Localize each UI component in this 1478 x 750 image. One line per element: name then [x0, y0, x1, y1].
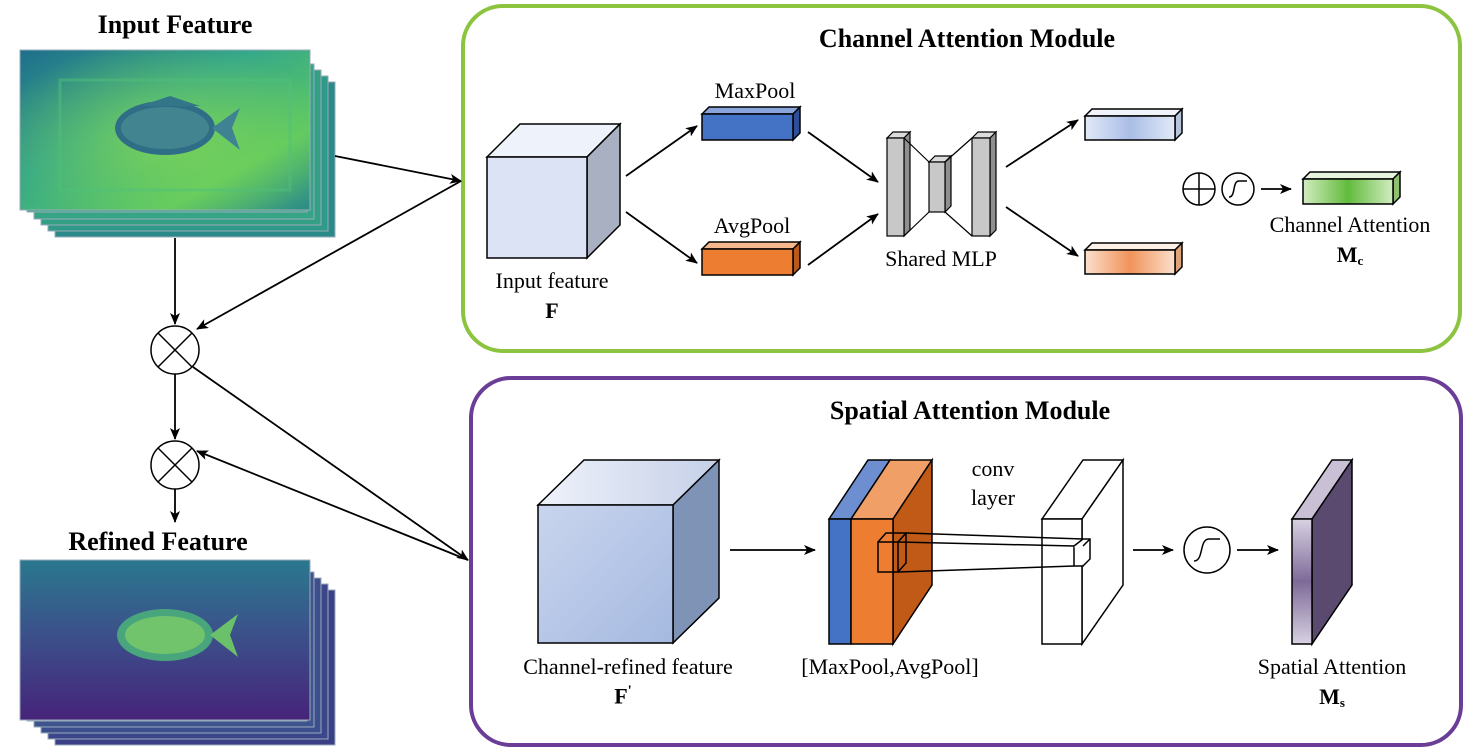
channel-attention-symbol: Mc [1336, 242, 1364, 268]
channel-refined-symbol: F' [614, 683, 632, 709]
input-feature-symbol: F [545, 298, 559, 323]
channel-attention-label: Channel Attention [1269, 212, 1431, 237]
input-feature-stack [19, 49, 336, 238]
shared-mlp [885, 130, 998, 238]
pooled-label: [MaxPool,AvgPool] [801, 654, 979, 679]
main-flow-arrows [170, 155, 469, 561]
pooled-maps [827, 457, 934, 647]
channel-arrows [625, 119, 1292, 266]
maxpool-vector [700, 105, 802, 142]
conv-projection [897, 532, 1091, 573]
mlp-output-blue [1083, 107, 1184, 142]
multiply-operator-1 [150, 325, 200, 375]
channel-module-frame [461, 4, 1462, 353]
spatial-attention-map [1290, 457, 1354, 647]
conv-output-plane [1040, 457, 1125, 647]
input-feature-cube [485, 122, 622, 260]
sigmoid-operator-spatial [1183, 526, 1231, 574]
spatial-attention-label: Spatial Attention [1257, 654, 1407, 679]
spatial-module-frame [469, 376, 1463, 747]
spatial-module-title: Spatial Attention Module [829, 396, 1111, 425]
sigmoid-operator-channel [1221, 172, 1255, 206]
channel-refined-cube [536, 458, 721, 645]
fish-image-input [115, 96, 240, 155]
spatial-attention-symbol: Ms [1319, 684, 1345, 710]
avgpool-label: AvgPool [713, 213, 791, 238]
mlp-output-orange [1083, 241, 1184, 276]
channel-module-title: Channel Attention Module [818, 24, 1116, 53]
input-feature-title: Input Feature [97, 10, 253, 39]
sum-operator [1182, 172, 1216, 206]
fish-image-refined [117, 609, 238, 661]
multiply-operator-2 [150, 440, 200, 490]
maxpool-label: MaxPool [714, 78, 796, 103]
avgpool-vector [700, 240, 802, 277]
shared-mlp-label: Shared MLP [885, 246, 997, 271]
conv-label-line2: layer [971, 485, 1015, 510]
conv-label-line1: conv [971, 456, 1015, 481]
channel-attention-map [1301, 170, 1402, 206]
refined-feature-stack [19, 559, 336, 746]
input-feature-label: Input feature [495, 268, 609, 293]
refined-feature-title: Refined Feature [68, 527, 248, 556]
channel-refined-label: Channel-refined feature [523, 654, 733, 679]
